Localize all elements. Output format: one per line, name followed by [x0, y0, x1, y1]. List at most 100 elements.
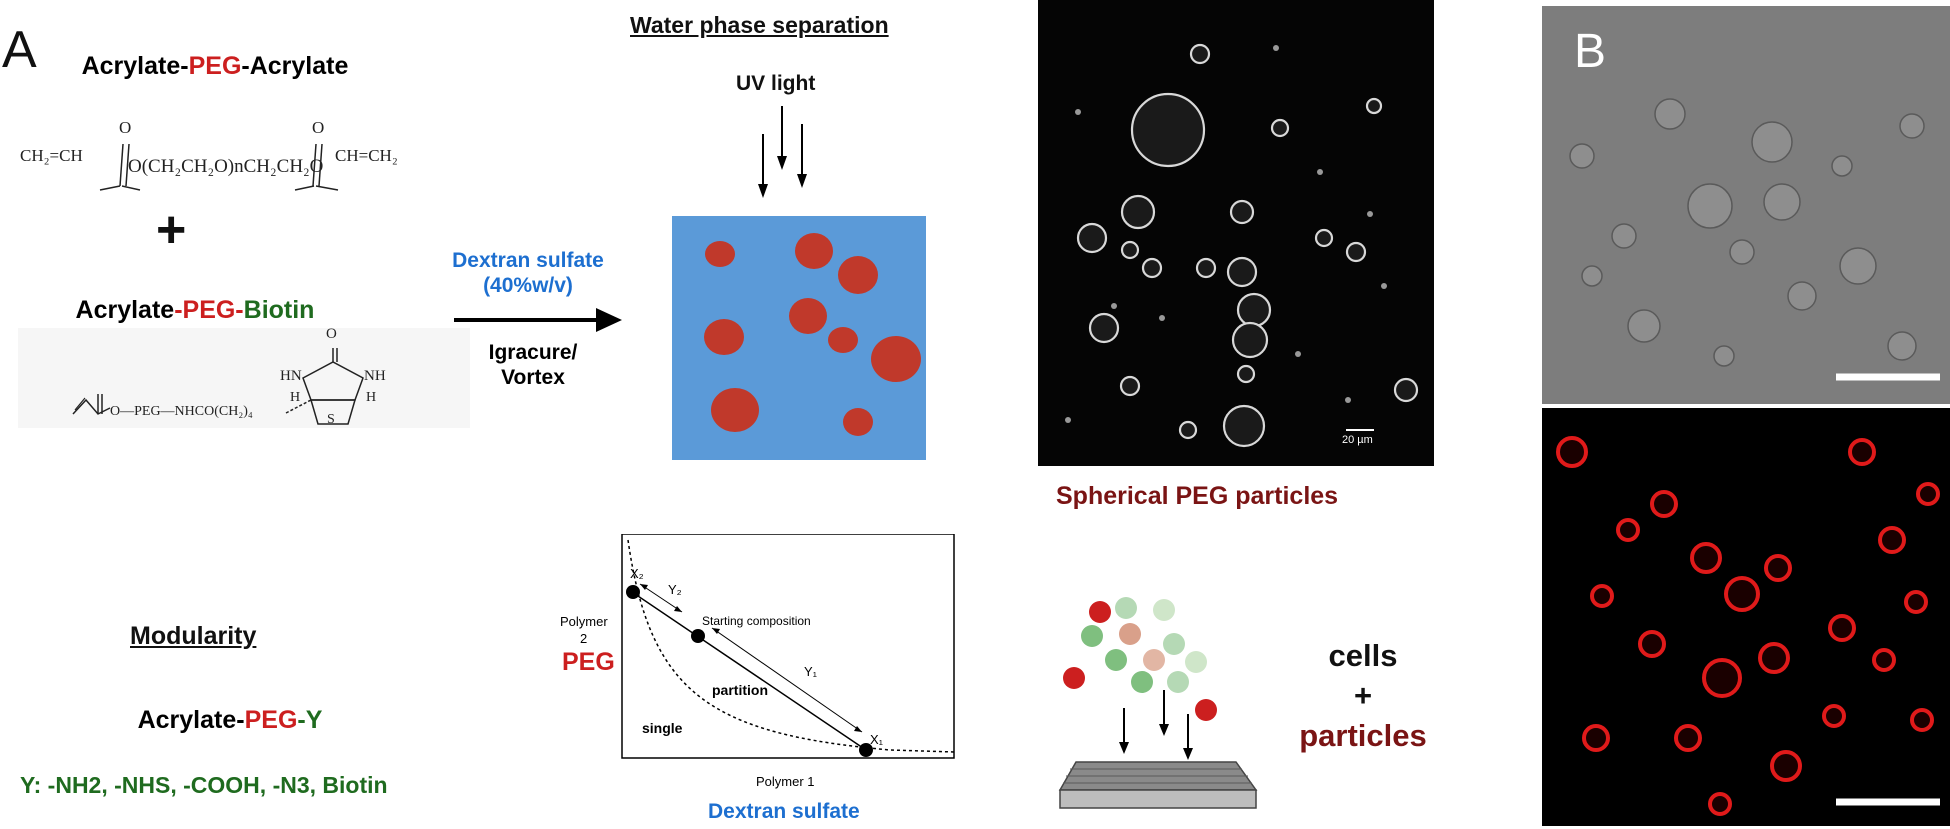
stained-cell [1650, 490, 1678, 518]
particle-dot [1159, 315, 1165, 321]
droplet [828, 327, 858, 353]
particle [1076, 222, 1108, 254]
label-partition: partition [712, 682, 768, 698]
stained-cell [1674, 724, 1702, 752]
stained-cell [1708, 792, 1732, 816]
particle-bead [1163, 633, 1185, 655]
y-group-list: Y: -NH2, -NHS, -COOH, -N3, Biotin [20, 772, 388, 798]
particle-bead [1119, 623, 1141, 645]
particle-dot [1317, 169, 1323, 175]
stained-cell [1758, 642, 1790, 674]
particle [1231, 321, 1269, 359]
biotin-hn: HN [280, 368, 302, 384]
assay-plus: + [1353, 678, 1373, 713]
stained-cell [1828, 614, 1856, 642]
fluorescence-image [1542, 408, 1950, 826]
label-y1: Y₁ [804, 664, 818, 679]
biotin-nh: NH [364, 368, 386, 384]
panel-a-letter: A [2, 21, 37, 79]
particles-text: particles [1299, 718, 1427, 753]
formula-right: CH=CH₂ [335, 146, 398, 165]
cell [1751, 121, 1793, 163]
particle-dot [1111, 303, 1117, 309]
particle [1345, 241, 1367, 263]
biotin-bonds [72, 348, 364, 425]
well-plate-side [1059, 789, 1257, 809]
particle [1270, 118, 1290, 138]
particle [1314, 228, 1334, 248]
particle-dot [1367, 211, 1373, 217]
diacrylate-bonds [99, 143, 339, 191]
stained-cell [1582, 724, 1610, 752]
stained-cell [1878, 526, 1906, 554]
assay-illustration [1058, 597, 1258, 809]
biotin-o-top: O [326, 326, 337, 342]
xlabel-polymer1: Polymer 1 [756, 774, 815, 789]
particle-dot [1065, 417, 1071, 423]
cell [1763, 183, 1801, 221]
particle [1120, 194, 1156, 230]
stained-cell [1904, 590, 1928, 614]
particle [1130, 92, 1206, 168]
stained-cell [1916, 482, 1940, 506]
droplet [789, 298, 827, 334]
stained-cell [1590, 584, 1614, 608]
droplet [705, 241, 735, 267]
particle [1119, 375, 1141, 397]
cell [1887, 331, 1917, 361]
particles-caption: Spherical PEG particles [1056, 482, 1339, 510]
cell [1654, 98, 1686, 130]
diacrylate-structure: O O CH₂=CH O(CH₂CH₂O)nCH₂CH₂O CH=CH₂ [20, 108, 460, 218]
cells-text: cells [1328, 638, 1398, 673]
droplet [871, 336, 921, 382]
particle [1393, 377, 1419, 403]
compound-y-label: Acrylate-PEG-Y [137, 706, 323, 734]
stained-cell [1616, 518, 1640, 542]
plus-sign: + [156, 201, 187, 259]
cell [1611, 223, 1637, 249]
stained-cell [1690, 542, 1722, 574]
particle-bead [1167, 671, 1189, 693]
particle [1229, 199, 1255, 225]
label-starting: Starting composition [702, 614, 811, 628]
droplet [795, 233, 833, 269]
particle-dot [1075, 109, 1081, 115]
particle [1189, 43, 1211, 65]
compound-diacrylate-label: Acrylate-PEG-Acrylate [81, 52, 349, 80]
stained-cell [1764, 554, 1792, 582]
biotin-s: S [327, 412, 335, 427]
particle-bead [1063, 667, 1085, 689]
reaction-arrow [454, 308, 622, 332]
particle [1236, 364, 1256, 384]
cell [1581, 265, 1603, 287]
particle-bead [1081, 625, 1103, 647]
o-label-1: O [119, 118, 132, 137]
cell [1729, 239, 1755, 265]
reagent-label: Dextran sulfate (40%w/v) [452, 249, 604, 297]
particle-dot [1345, 397, 1351, 403]
particle [1365, 97, 1383, 115]
cell [1713, 345, 1735, 367]
particle [1088, 312, 1120, 344]
label-x2: X₂ [630, 566, 644, 581]
condition-label: Igracure/ Vortex [488, 341, 578, 389]
assay-cells-label: cells + particles [1298, 636, 1428, 756]
micrograph-scale-label: 20 µm [1342, 434, 1373, 446]
label-y2: Y₂ [668, 582, 682, 597]
particle [1178, 420, 1198, 440]
cell [1627, 309, 1661, 343]
label-x1: X₁ [870, 732, 884, 747]
droplet [843, 408, 873, 436]
particle-bead [1115, 597, 1137, 619]
particle-dot [1295, 351, 1301, 357]
particle-bead [1195, 699, 1217, 721]
biotin-structure: O HN NH H H S O—PEG—NHCO(CH₂)₄ [18, 326, 470, 428]
stained-cell [1702, 658, 1742, 698]
water-phase-illustration [672, 216, 926, 460]
phase-diagram-plot [621, 534, 955, 759]
phase-diagram: Polymer 2 PEG X₂ Y₂ Starting composition… [560, 534, 960, 764]
brightfield-image [1542, 6, 1950, 404]
uv-light-label: UV light [736, 72, 816, 95]
stained-cell [1910, 708, 1934, 732]
droplet [711, 388, 759, 432]
